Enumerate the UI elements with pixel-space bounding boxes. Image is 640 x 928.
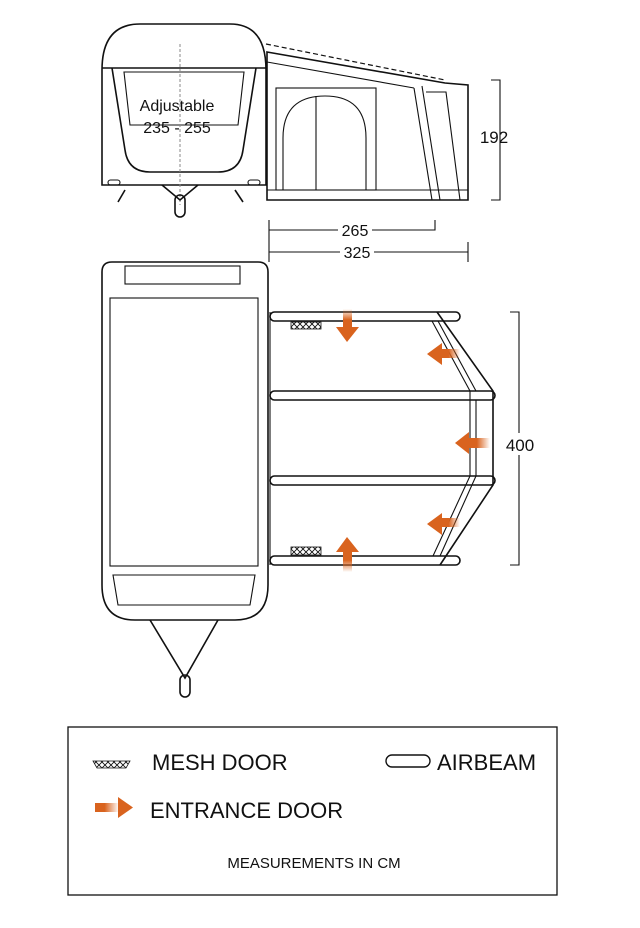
airbeam: [269, 311, 461, 322]
airbeam-icon: [385, 754, 431, 768]
entrance-arrow: [336, 309, 359, 342]
adjustable-range: 235 - 255: [143, 120, 211, 137]
measurements-note: MEASUREMENTS IN CM: [227, 855, 400, 872]
airbeam: [269, 555, 461, 566]
legend-mesh-door: MESH DOOR: [152, 750, 288, 775]
entrance-arrow: [455, 432, 490, 454]
adjustable-label: Adjustable: [140, 98, 215, 115]
legend: MESH DOOR AIRBEAM ENTRANCE DOOR MEASUREM…: [67, 726, 558, 896]
caravan-front-view: Adjustable 235 - 255: [101, 23, 267, 218]
height-dimension: 192: [480, 128, 508, 147]
entrance-arrow: [427, 343, 460, 365]
depth-dimensions: 265 325: [268, 220, 469, 262]
width-dimension: 400: [506, 436, 534, 455]
airbeam: [269, 475, 496, 486]
legend-airbeam: AIRBEAM: [437, 750, 536, 775]
entrance-arrow: [427, 513, 460, 535]
caravan-plan-view: [101, 261, 269, 698]
entrance-arrow: [336, 537, 359, 572]
depth-dimension-265: 265: [342, 223, 369, 240]
mesh-door-icon: [92, 760, 131, 769]
awning-side-view: 192: [265, 43, 508, 201]
legend-entrance-door: ENTRANCE DOOR: [150, 798, 343, 823]
airbeam: [269, 390, 496, 401]
entrance-door-icon: [95, 797, 133, 818]
depth-dimension-325: 325: [344, 245, 371, 262]
awning-plan-view: 400: [269, 309, 534, 572]
